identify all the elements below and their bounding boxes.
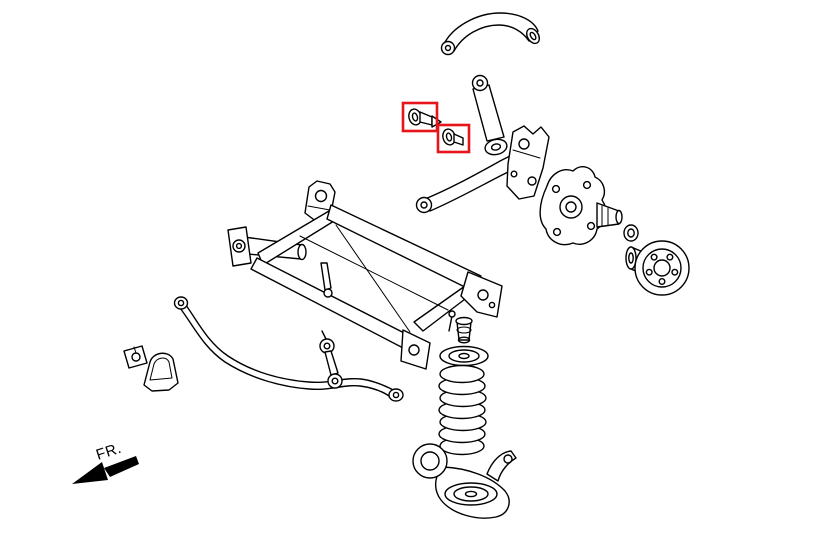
fr-label: FR. bbox=[94, 440, 124, 464]
upper-camber-arm bbox=[440, 12, 541, 56]
rear-arm-bushing bbox=[442, 128, 464, 146]
stabilizer-bar bbox=[173, 296, 404, 402]
toe-link bbox=[471, 74, 508, 156]
highlight-box-front-bushing bbox=[401, 101, 439, 133]
knuckle bbox=[539, 166, 623, 246]
stabilizer-bushing bbox=[123, 345, 148, 369]
fr-direction-arrow: FR. bbox=[72, 440, 139, 484]
lower-control-arm bbox=[412, 443, 517, 519]
stabilizer-bracket bbox=[143, 352, 179, 392]
rear-subframe bbox=[227, 180, 503, 370]
trailing-arm bbox=[415, 125, 550, 214]
stabilizer-end-link bbox=[319, 330, 343, 389]
wheel-hub bbox=[625, 240, 690, 296]
seal-ring bbox=[623, 224, 639, 242]
spring-seat bbox=[439, 345, 489, 367]
bump-stop bbox=[455, 316, 473, 344]
highlight-box-rear-bushing bbox=[436, 123, 471, 154]
front-arm-bushing bbox=[408, 108, 442, 128]
coil-spring bbox=[438, 364, 487, 456]
